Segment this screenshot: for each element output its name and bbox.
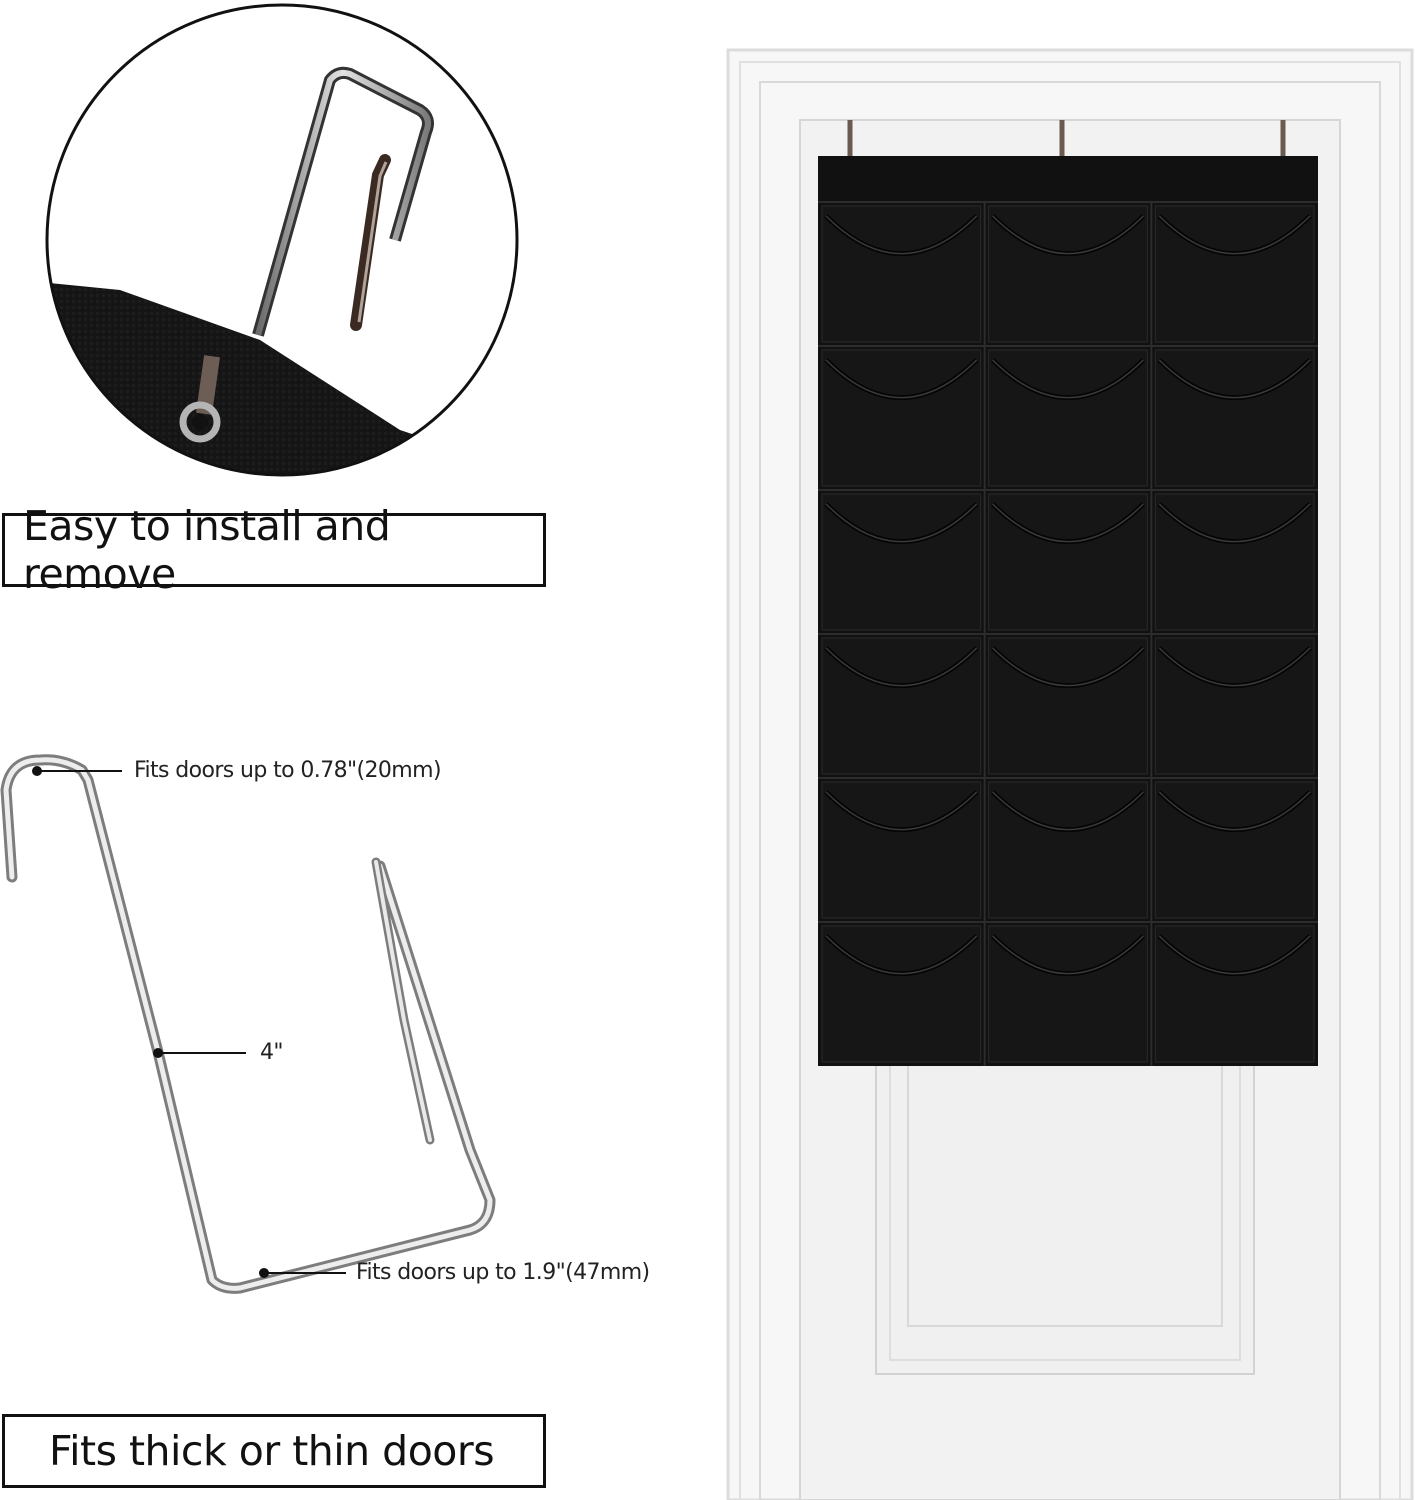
pocket[interactable] xyxy=(1154,493,1315,631)
pocket[interactable] xyxy=(988,205,1148,343)
closeup-circle-frame xyxy=(45,3,519,477)
pocket-rim-highlight xyxy=(825,935,978,975)
pocket[interactable] xyxy=(988,349,1148,487)
pocket-rim-highlight xyxy=(992,215,1144,255)
pocket-rim-highlight xyxy=(825,791,978,831)
pocket-rim-highlight xyxy=(825,503,978,543)
pocket[interactable] xyxy=(1154,205,1315,343)
pocket[interactable] xyxy=(821,349,982,487)
caption-install: Easy to install and remove xyxy=(2,502,546,598)
caption-install-text: Easy to install and remove xyxy=(23,502,391,598)
pocket[interactable] xyxy=(821,493,982,631)
pocket-rim-highlight xyxy=(825,215,978,255)
callout-top-line xyxy=(32,766,122,776)
pocket[interactable] xyxy=(1154,781,1315,919)
pocket[interactable] xyxy=(821,205,982,343)
pocket-rim-highlight xyxy=(992,359,1144,399)
pocket[interactable] xyxy=(988,493,1148,631)
pocket-rim-highlight xyxy=(992,647,1144,687)
pocket[interactable] xyxy=(1154,349,1315,487)
callout-length-label: 4" xyxy=(260,1040,284,1065)
pocket[interactable] xyxy=(1154,925,1315,1063)
pocket-rim-highlight xyxy=(1158,791,1311,831)
pocket[interactable] xyxy=(988,637,1148,775)
pocket[interactable] xyxy=(988,925,1148,1063)
callout-bottom-width-label: Fits doors up to 1.9"(47mm) xyxy=(356,1260,650,1285)
hook-dimension-diagram xyxy=(0,754,496,1294)
pocket-rim-highlight xyxy=(1158,647,1311,687)
pocket[interactable] xyxy=(1154,637,1315,775)
callout-length-line xyxy=(153,1048,246,1058)
pocket[interactable] xyxy=(821,781,982,919)
pocket-rim-highlight xyxy=(1158,503,1311,543)
pocket-rim-highlight xyxy=(1158,935,1311,975)
callout-bottom-line xyxy=(259,1268,346,1278)
pocket-rim-highlight xyxy=(825,647,978,687)
pocket-rim-highlight xyxy=(1158,359,1311,399)
pocket-rim-highlight xyxy=(992,791,1144,831)
caption-thickness: Fits thick or thin doors xyxy=(2,1414,546,1488)
callout-top-hook-label: Fits doors up to 0.78"(20mm) xyxy=(134,758,442,783)
pocket[interactable] xyxy=(821,637,982,775)
pocket-rim-highlight xyxy=(992,935,1144,975)
pocket[interactable] xyxy=(988,781,1148,919)
caption-thickness-text: Fits thick or thin doors xyxy=(49,1427,495,1475)
hook-detail-closeup xyxy=(47,5,517,475)
pocket[interactable] xyxy=(821,925,982,1063)
pocket-rim-highlight xyxy=(992,503,1144,543)
pocket-rim-highlight xyxy=(825,359,978,399)
pocket-rim-highlight xyxy=(1158,215,1311,255)
